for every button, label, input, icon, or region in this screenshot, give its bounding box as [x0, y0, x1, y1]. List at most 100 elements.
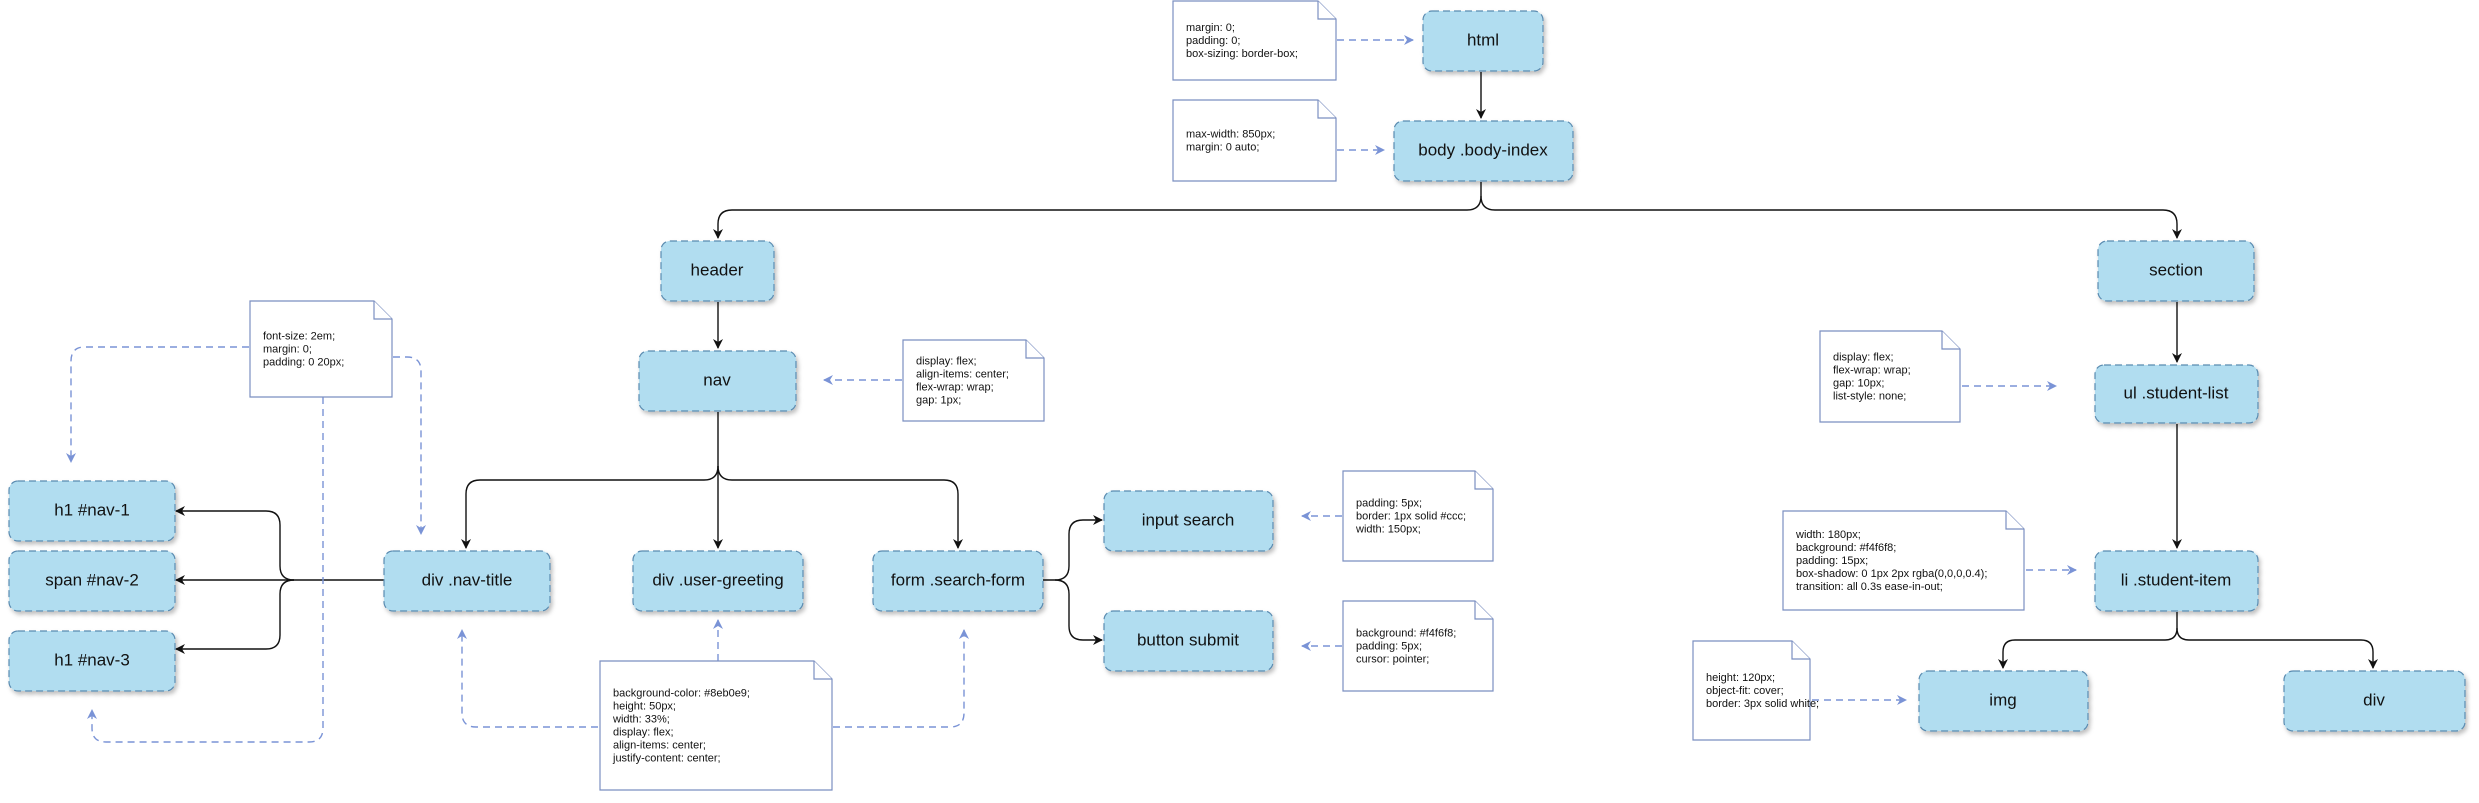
note-fold [1941, 331, 1960, 350]
note-line: padding: 5px; [1356, 498, 1422, 510]
node-ul-student-list: ul .student-list [2094, 364, 2259, 424]
node-html: html [1422, 10, 1544, 72]
note-line: height: 120px; [1706, 672, 1775, 684]
note-line: margin: 0; [263, 344, 312, 356]
note-box [249, 300, 393, 398]
note-line: align-items: center; [916, 369, 1009, 381]
node-div: div [2283, 670, 2466, 732]
note-fold [1474, 601, 1493, 620]
note-box [1819, 330, 1961, 423]
note-fold [1474, 471, 1493, 490]
note-box [1172, 99, 1337, 182]
tree-edges [175, 72, 2378, 669]
node-li-student-item: li .student-item [2094, 550, 2259, 612]
edge-navtitle-h1nav3 [175, 579, 295, 654]
note-line: border: 3px solid white; [1706, 698, 1819, 710]
node-div-user-greeting: div .user-greeting [632, 550, 804, 612]
note-line: display: flex; [613, 727, 674, 739]
edge-searchform-button [1054, 579, 1103, 645]
note-box [1782, 510, 2025, 611]
note-line: width: 150px; [1355, 524, 1421, 536]
style-notes: margin: 0;padding: 0;box-sizing: border-… [249, 0, 2025, 791]
node-label: form .search-form [891, 571, 1025, 590]
arrow-h1-style-left [66, 346, 249, 463]
node-header: header [660, 240, 775, 302]
node-section: section [2097, 240, 2255, 302]
note-line: padding: 15px; [1796, 555, 1868, 567]
note-fold [1317, 100, 1336, 119]
note-line: object-fit: cover; [1706, 685, 1784, 697]
note-line: transition: all 0.3s ease-in-out; [1796, 581, 1943, 593]
node-nav: nav [638, 350, 797, 412]
note-ul-style: display: flex;flex-wrap: wrap;gap: 10px;… [1819, 330, 1961, 423]
node-span-nav-2: span #nav-2 [8, 550, 176, 612]
note-line: display: flex; [1833, 352, 1894, 364]
note-line: padding: 0 20px; [263, 357, 344, 369]
edge-li-img [1998, 612, 2178, 669]
note-div-style: background-color: #8eb0e9;height: 50px;w… [599, 660, 833, 791]
node-label: div .nav-title [422, 571, 513, 590]
edge-searchform-input [1043, 515, 1103, 581]
node-label: nav [703, 371, 731, 390]
node-h1-nav-3: h1 #nav-3 [8, 630, 176, 692]
arrow-div-style-navtitle [457, 629, 598, 728]
note-line: justify-content: center; [612, 753, 721, 765]
note-line: list-style: none; [1833, 391, 1906, 403]
edge-body-section [1480, 195, 2182, 239]
node-input-search: input search [1103, 490, 1274, 552]
node-button-submit: button submit [1103, 610, 1274, 672]
note-html-style: margin: 0;padding: 0;box-sizing: border-… [1172, 0, 1337, 81]
node-label: input search [1142, 511, 1235, 530]
note-fold [1317, 1, 1336, 20]
edge-body-header [713, 182, 1482, 239]
note-fold [813, 661, 832, 680]
note-line: background: #f4f6f8; [1356, 628, 1456, 640]
style-arrows [66, 35, 2077, 743]
note-line: border: 1px solid #ccc; [1356, 511, 1466, 523]
note-line: background: #f4f6f8; [1796, 542, 1896, 554]
note-line: gap: 10px; [1833, 378, 1884, 390]
note-box [1342, 470, 1494, 562]
edge-li-div [2176, 627, 2378, 669]
note-fold [1025, 340, 1044, 359]
edge-navtitle-h1nav1 [175, 506, 384, 581]
note-line: width: 180px; [1795, 529, 1861, 541]
note-h1-style: font-size: 2em;margin: 0;padding: 0 20px… [249, 300, 393, 398]
node-label: img [1989, 691, 2016, 710]
node-label: h1 #nav-1 [54, 501, 130, 520]
note-fold [1791, 641, 1810, 660]
note-line: cursor: pointer; [1356, 654, 1429, 666]
note-fold [2005, 511, 2024, 530]
node-label: section [2149, 261, 2203, 280]
note-img-style: height: 120px;object-fit: cover;border: … [1692, 640, 1819, 741]
element-nodes: html body .body-index header nav section… [8, 10, 2466, 732]
node-label: header [691, 261, 744, 280]
note-box [902, 339, 1045, 422]
node-label: html [1467, 31, 1499, 50]
arrow-h1-style-bottom [87, 397, 324, 743]
note-line: font-size: 2em; [263, 331, 335, 343]
note-body-style: max-width: 850px;margin: 0 auto; [1172, 99, 1337, 182]
note-line: gap: 1px; [916, 395, 961, 407]
note-input-style: padding: 5px;border: 1px solid #ccc;widt… [1342, 470, 1494, 562]
arrow-h1-style-right [393, 356, 426, 535]
note-line: max-width: 850px; [1186, 129, 1275, 141]
node-label: body .body-index [1418, 141, 1548, 160]
note-box [599, 660, 833, 791]
note-line: box-shadow: 0 1px 2px rgba(0,0,0,0.4); [1796, 568, 1987, 580]
note-line: margin: 0; [1186, 22, 1235, 34]
note-line: width: 33%; [612, 714, 670, 726]
edge-nav-searchform [717, 465, 963, 549]
node-div-nav-title: div .nav-title [383, 550, 551, 612]
node-img: img [1918, 670, 2089, 732]
node-label: li .student-item [2121, 571, 2232, 590]
node-body: body .body-index [1393, 120, 1574, 182]
arrow-div-style-searchform [833, 629, 969, 728]
note-fold [373, 301, 392, 320]
node-label: span #nav-2 [45, 571, 139, 590]
note-li-style: width: 180px;background: #f4f6f8;padding… [1782, 510, 2025, 611]
note-line: box-sizing: border-box; [1186, 48, 1298, 60]
note-box [1342, 600, 1494, 692]
note-line: height: 50px; [613, 701, 676, 713]
